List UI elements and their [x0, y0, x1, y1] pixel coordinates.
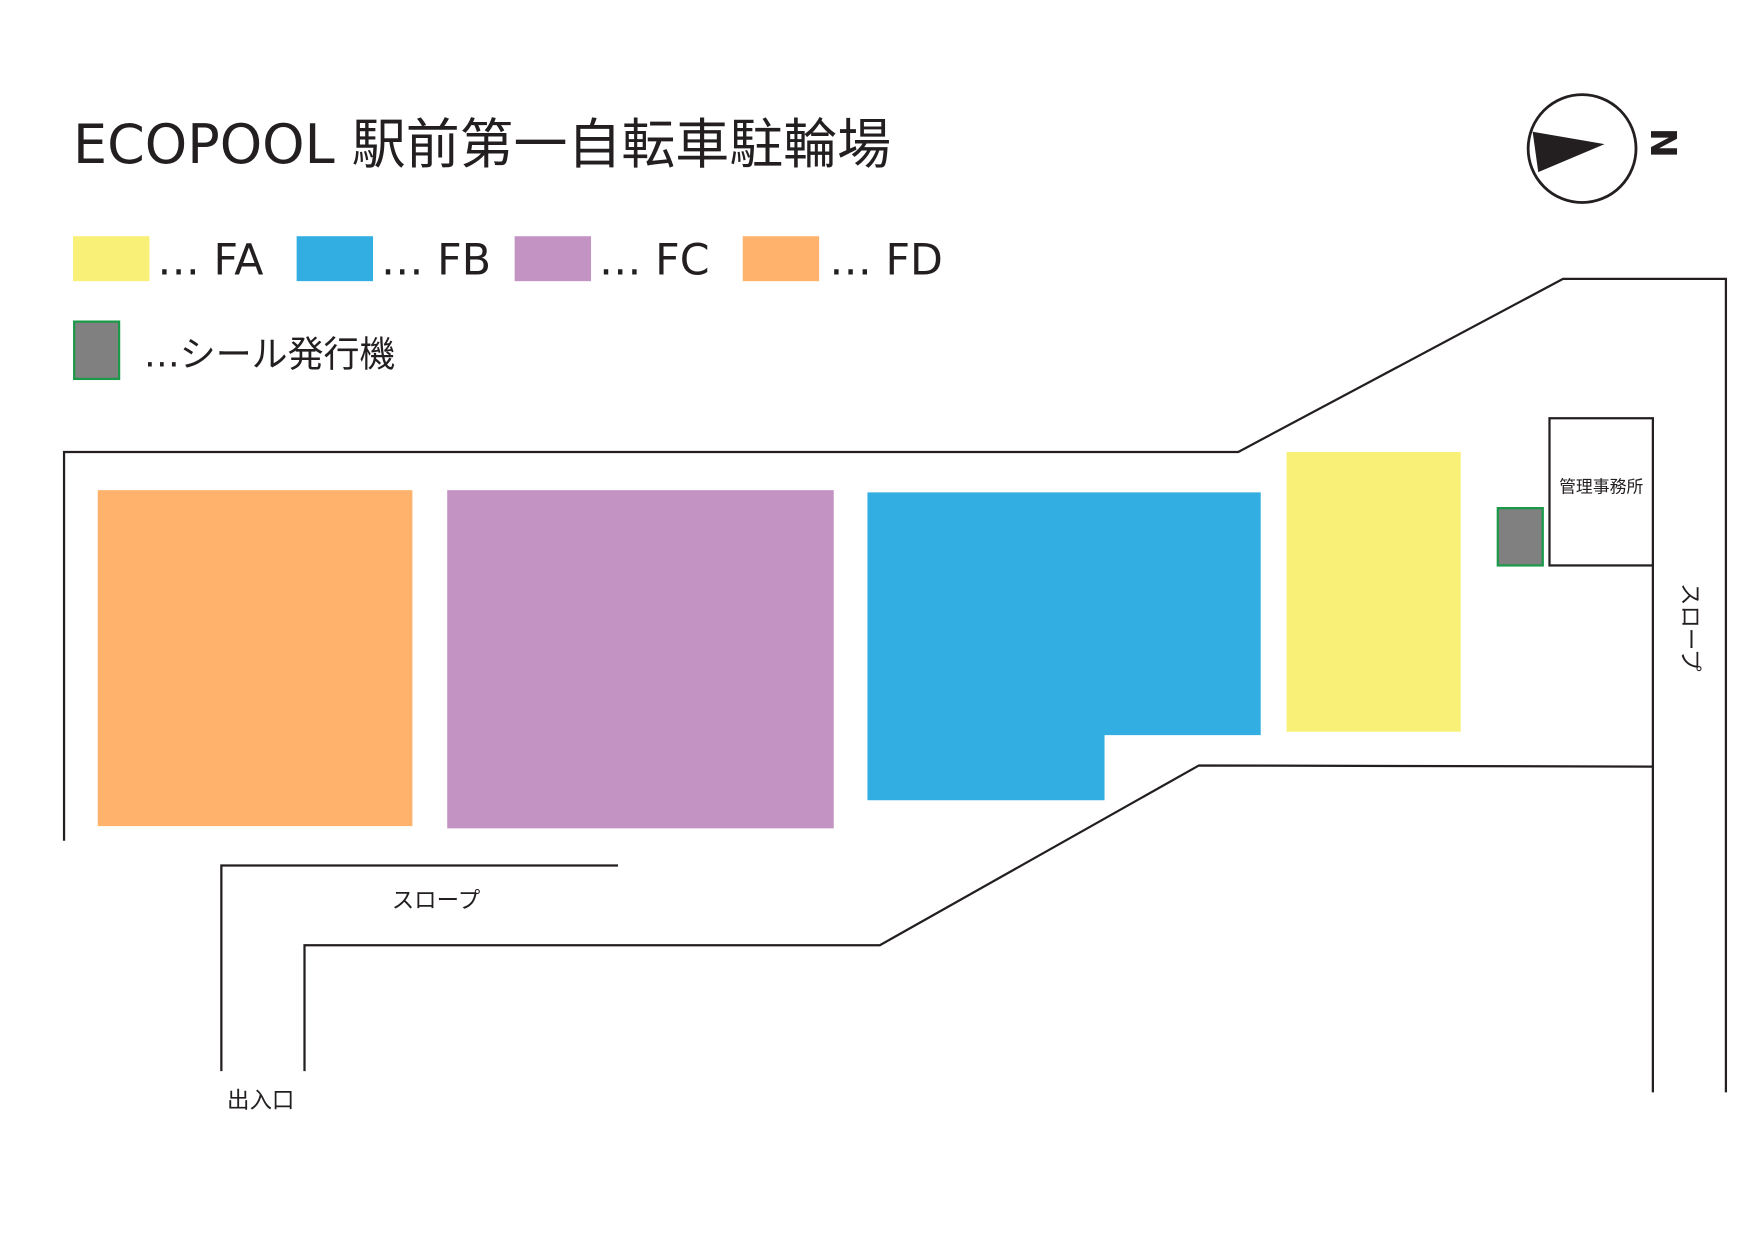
legend-swatch-fc: [514, 236, 592, 282]
site-boundary: [62, 277, 1728, 1093]
legend-label-machine: …シール発行機: [144, 335, 396, 376]
slope-label-bottom: スロープ: [392, 888, 481, 914]
legend-label-fa: … FA: [157, 235, 263, 285]
ramp-boundary-outer: [220, 864, 619, 1072]
zone-fa[interactable]: [1286, 451, 1461, 732]
legend-swatch-fd: [742, 236, 820, 282]
sticker-machine[interactable]: [1496, 507, 1544, 567]
legend-label-fd: … FD: [829, 235, 943, 285]
north-arrow-icon: N: [1526, 93, 1683, 204]
entrance-label: 出入口: [227, 1088, 294, 1114]
slope-label-right: スロープ: [1676, 583, 1702, 672]
legend-label-fc: … FC: [599, 235, 710, 285]
page-title: ECOPOOL 駅前第一自転車駐輪場: [73, 113, 891, 176]
ramp-boundary-inner: [303, 764, 1654, 1093]
legend-label-fb: … FB: [381, 235, 491, 285]
legend-swatch-machine: [73, 320, 121, 381]
compass-label: N: [1642, 128, 1683, 158]
zone-fd[interactable]: [97, 490, 413, 827]
office-label: 管理事務所: [1559, 476, 1643, 496]
zone-fc[interactable]: [447, 490, 834, 829]
management-office: [1548, 417, 1654, 567]
legend-swatch-fb: [296, 236, 374, 282]
legend-swatch-fa: [73, 236, 150, 282]
zone-fb[interactable]: [867, 492, 1261, 801]
